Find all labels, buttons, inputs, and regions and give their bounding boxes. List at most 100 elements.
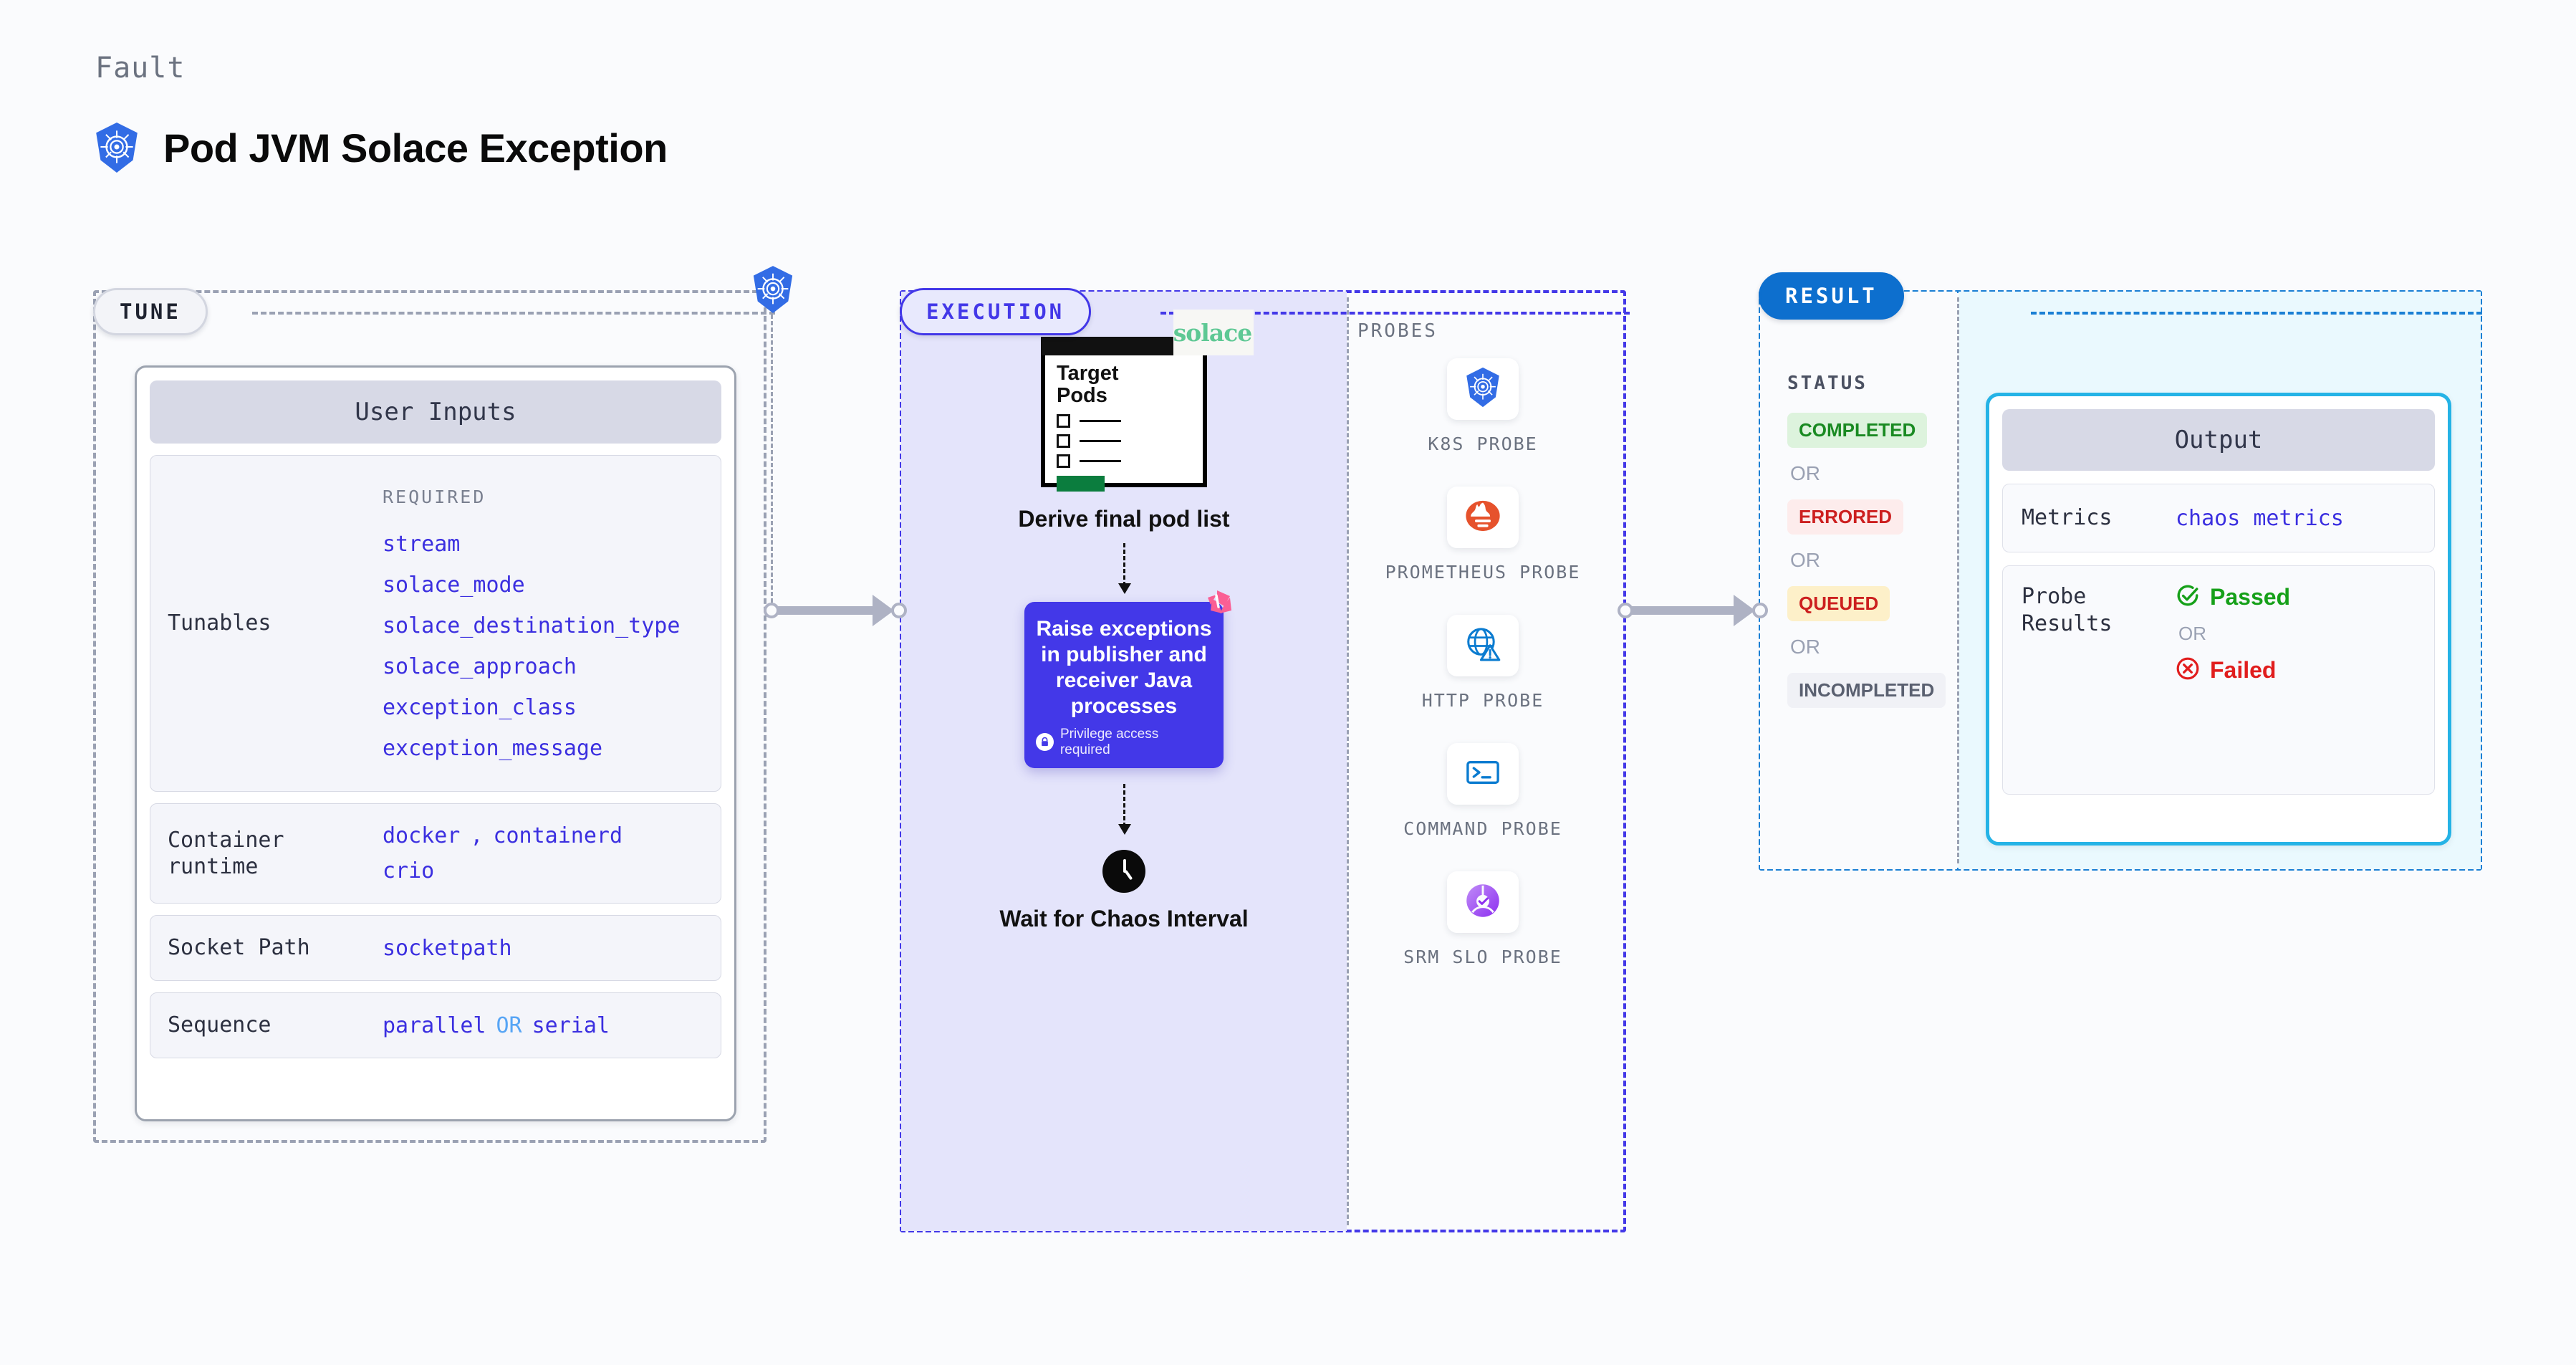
probe-label: K8S PROBE [1428, 434, 1538, 454]
probe-k8s[interactable]: K8S PROBE [1428, 358, 1537, 456]
status-column: STATUS COMPLETED OR ERRORED OR QUEUED OR… [1787, 373, 1974, 708]
runtime-crio[interactable]: crio [383, 858, 435, 883]
connector-execution-to-result [1618, 595, 1775, 626]
x-circle-icon [2176, 656, 2200, 684]
terminal-icon [1464, 753, 1502, 795]
derive-pod-list-caption: Derive final pod list [1018, 506, 1230, 532]
flow-arrow-1 [1118, 542, 1131, 596]
status-or-1: OR [1790, 462, 1820, 484]
line-placeholder [1080, 439, 1121, 442]
tunable-solace-destination-type[interactable]: solace_destination_type [383, 613, 681, 638]
probe-result-passed-label: Passed [2210, 584, 2291, 610]
tune-pill[interactable]: TUNE [93, 288, 208, 335]
probe-prometheus[interactable]: PROMETHEUS PROBE [1385, 487, 1581, 585]
probe-srm-slo[interactable]: SRM SLO PROBE [1403, 871, 1562, 969]
probe-tile[interactable] [1446, 743, 1519, 805]
tune-phase-boundary [93, 290, 766, 1143]
kubernetes-node-icon [751, 265, 795, 314]
clock-icon [1102, 849, 1145, 893]
page-title-row: Pod JVM Solace Exception [93, 122, 668, 173]
kubernetes-icon [93, 122, 140, 173]
result-left-fill [1760, 292, 1957, 869]
status-badge-incompleted: INCOMPLETED [1787, 673, 1946, 708]
socket-path-value[interactable]: socketpath [383, 935, 512, 961]
checkbox-icon [1057, 434, 1070, 448]
prometheus-icon [1464, 497, 1502, 539]
raise-exceptions-card: Raise exceptions in publisher and receiv… [1024, 590, 1231, 768]
target-pods-heading-line2: Pods [1057, 384, 1107, 408]
result-pill[interactable]: RESULT [1759, 272, 1904, 320]
probe-tile[interactable] [1446, 871, 1519, 933]
privilege-note: Privilege access required [1036, 727, 1212, 758]
target-pods-card: Target Pods [1041, 337, 1207, 492]
checkbox-icon [1057, 454, 1070, 468]
metrics-row: Metrics chaos metrics [2002, 484, 2435, 552]
metrics-label: Metrics [2022, 505, 2113, 531]
flow-arrow-2 [1118, 783, 1131, 837]
privilege-note-text: Privilege access required [1059, 726, 1159, 757]
page-title: Pod JVM Solace Exception [163, 125, 668, 171]
execution-steps: Target Pods solace Derive final pod list [901, 310, 1347, 933]
tunables-row: Tunables REQUIRED stream solace_mode sol… [150, 455, 721, 792]
probe-tile[interactable] [1446, 487, 1519, 548]
tunable-exception-message[interactable]: exception_message [383, 735, 603, 761]
probes-label: PROBES [1357, 320, 1438, 342]
probe-http[interactable]: HTTP PROBE [1422, 615, 1544, 713]
probe-label: PROMETHEUS PROBE [1385, 562, 1581, 583]
execution-top-dashed-line [1160, 312, 1630, 315]
socket-path-row: Socket Path socketpath [150, 915, 721, 981]
litmus-icon [1201, 589, 1234, 622]
probe-command[interactable]: COMMAND PROBE [1403, 743, 1562, 841]
tunable-solace-mode[interactable]: solace_mode [383, 572, 525, 598]
sequence-parallel[interactable]: parallel [383, 1012, 486, 1038]
check-circle-icon [2176, 583, 2200, 611]
probe-label: HTTP PROBE [1421, 690, 1544, 711]
target-pods-heading: Target Pods [1057, 362, 1203, 408]
line-placeholder [1080, 419, 1121, 422]
runtime-containerd[interactable]: containerd [493, 823, 623, 848]
tunables-label: Tunables [168, 610, 271, 636]
output-title: Output [2002, 409, 2435, 471]
tunable-solace-approach[interactable]: solace_approach [383, 653, 577, 679]
probe-label: COMMAND PROBE [1403, 818, 1562, 839]
tune-top-dashed-line [252, 312, 775, 315]
status-heading: STATUS [1787, 373, 1868, 394]
runtime-separator: , [470, 823, 484, 848]
sequence-separator: OR [496, 1012, 522, 1038]
sequence-serial[interactable]: serial [532, 1012, 610, 1038]
sequence-label: Sequence [168, 1012, 271, 1038]
metrics-value[interactable]: chaos metrics [2176, 505, 2344, 531]
solace-logo: solace [1173, 310, 1254, 355]
line-placeholder [1080, 459, 1121, 462]
probe-tile[interactable] [1447, 358, 1519, 420]
tunable-stream[interactable]: stream [383, 531, 461, 557]
solace-logo-text: solace [1173, 318, 1253, 347]
http-globe-warning-icon [1464, 625, 1502, 667]
target-pods-item [1057, 413, 1203, 428]
runtime-docker[interactable]: docker [383, 823, 461, 848]
target-pods-item [1057, 434, 1203, 448]
kubernetes-icon [1464, 367, 1501, 411]
result-output-divider [1957, 297, 1959, 863]
probe-result-or: OR [2178, 623, 2206, 644]
page-eyebrow: Fault [95, 52, 186, 85]
target-pods-item [1057, 454, 1203, 468]
target-pods-heading-line1: Target [1057, 362, 1119, 385]
probe-tile[interactable] [1446, 615, 1519, 676]
probe-result-failed-label: Failed [2210, 657, 2277, 683]
result-top-dashed-line [2031, 312, 2482, 315]
srm-slo-icon [1464, 882, 1501, 923]
tunable-exception-class[interactable]: exception_class [383, 694, 577, 720]
status-badge-queued: QUEUED [1787, 586, 1890, 621]
target-pods-highlight-bar [1057, 475, 1105, 492]
probe-label: SRM SLO PROBE [1403, 947, 1562, 967]
status-badge-errored: ERRORED [1787, 499, 1904, 535]
execution-probes-divider [1347, 297, 1349, 1225]
user-inputs-card: User Inputs Tunables REQUIRED stream sol… [135, 365, 736, 1121]
execution-pill[interactable]: EXECUTION [900, 288, 1092, 335]
required-group-label: REQUIRED [383, 486, 486, 507]
